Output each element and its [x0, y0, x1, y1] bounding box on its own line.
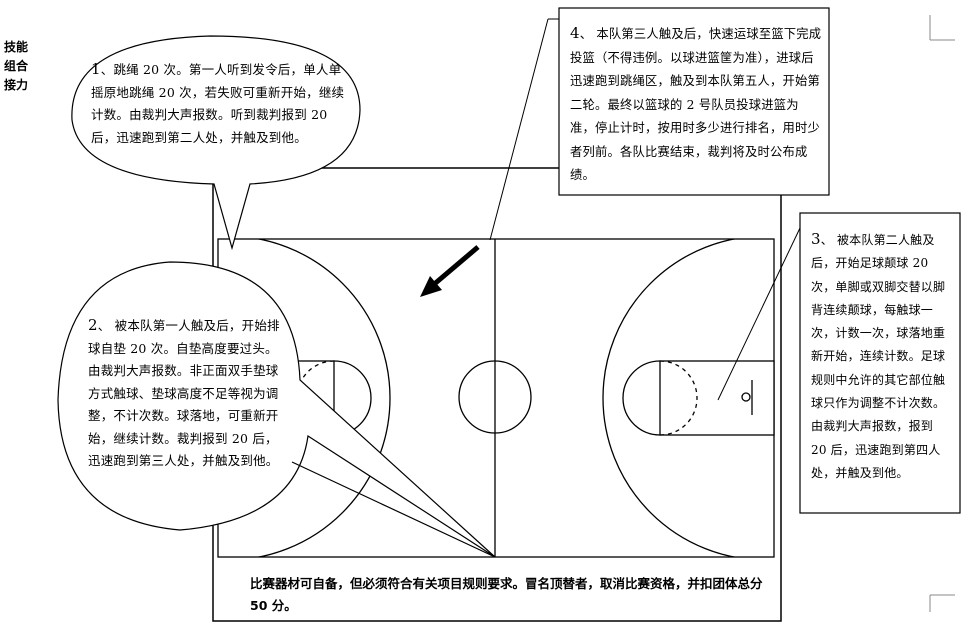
side-title-line: 组合 — [4, 59, 29, 73]
callout-bubble-1 — [71, 35, 361, 251]
step-number: 1 — [91, 60, 101, 78]
callout-2-pointer-line — [291, 461, 496, 558]
side-title-line: 接力 — [4, 78, 29, 92]
corner-mark-bottom-right — [929, 594, 955, 612]
step-description: 、 本队第三人触及后，快速运球至篮下完成投篮（不得违例。以球进篮筐为准），进球后… — [570, 27, 822, 182]
free-throw-lane-right — [659, 360, 775, 436]
hoop-right — [741, 392, 751, 402]
dribble-arrow — [430, 245, 480, 288]
callout-text-1: 1、跳绳 20 次。第一人听到发令后，单人单摇原地跳绳 20 次，若失败可重新开… — [91, 58, 353, 149]
callout-3-pointer-line — [717, 227, 801, 401]
callout-4-pointer-line — [489, 18, 549, 241]
three-point-arc-left — [255, 239, 391, 557]
center-circle — [458, 360, 532, 434]
step-description: 、跳绳 20 次。第一人听到发令后，单人单摇原地跳绳 20 次，若失败可重新开始… — [91, 62, 345, 145]
step-number: 4 — [570, 24, 580, 42]
callout-box-3 — [799, 212, 961, 514]
step-description: 、 被本队第一人触及后，开始排球自垫 20 次。自垫高度要过头。由裁判大声报数。… — [88, 318, 280, 468]
callout-bubble-2 — [57, 261, 496, 558]
equipment-rule-note: 比赛器材可自备，但必须符合有关项目规则要求。冒名顶替者，取消比赛资格，并扣团体总… — [250, 576, 763, 613]
step-description: 、 被本队第二人触及后，开始足球颠球 20 次，单脚或双脚交替以脚背连续颠球，每… — [811, 233, 946, 480]
step-number: 2 — [88, 316, 98, 334]
dribble-arrow-head — [420, 276, 442, 297]
side-title-line: 技能 — [4, 40, 29, 54]
callout-text-3: 3、 被本队第二人触及后，开始足球颠球 20 次，单脚或双脚交替以脚背连续颠球，… — [811, 228, 951, 485]
callout-box-4 — [558, 7, 830, 196]
three-point-arc-right — [602, 239, 738, 557]
page-corner-marks — [929, 15, 955, 612]
step-number: 3 — [811, 230, 821, 248]
free-throw-circle-right-dashed — [659, 360, 698, 436]
callout-text-4: 4、 本队第三人触及后，快速运球至篮下完成投篮（不得违例。以球进篮筐为准），进球… — [570, 22, 822, 188]
callout-text-2: 2、 被本队第一人触及后，开始排球自垫 20 次。自垫高度要过头。由裁判大声报数… — [88, 314, 288, 473]
corner-mark-top-right — [929, 15, 955, 41]
free-throw-circle-right — [622, 360, 661, 436]
side-title: 技能 组合 接力 — [4, 38, 34, 95]
